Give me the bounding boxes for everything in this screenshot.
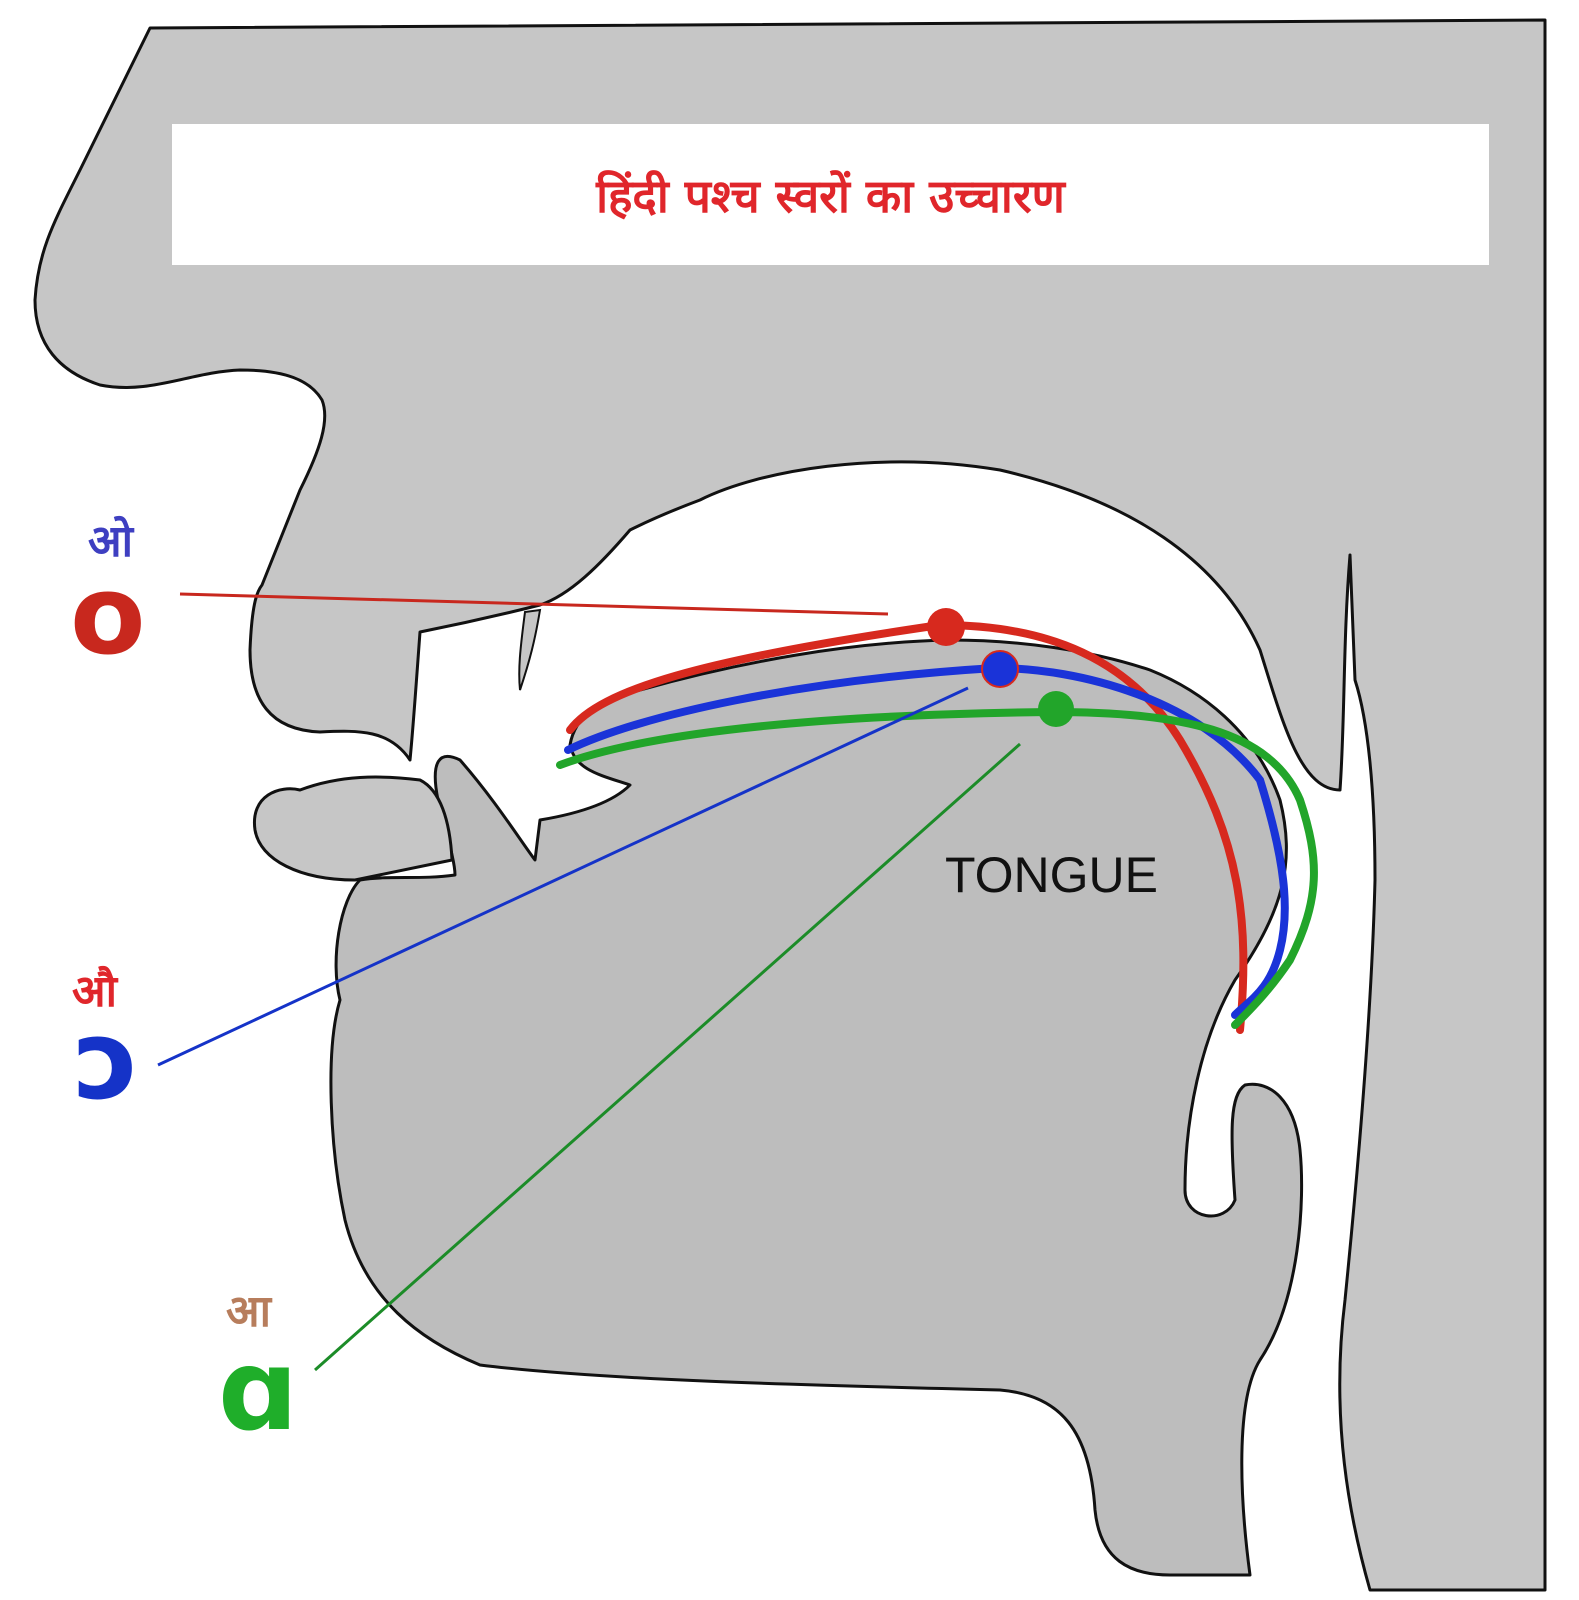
head-silhouette [33,18,1547,1592]
o-tongue-curve [566,620,1248,1034]
o-leader-line [179,592,889,616]
open-o-tongue-curve [564,663,1289,1019]
open-o-leader-line [157,686,969,1067]
devanagari-aa-label: आ [226,1286,271,1337]
devanagari-au-label: औ [72,966,118,1017]
ipa-o-label: o [70,551,146,679]
a-tongue-curve [556,707,1318,1029]
open-o-position-dot [981,650,1019,688]
tongue-mass [329,638,1304,1577]
tongue-label: TONGUE [945,847,1158,903]
diagram-title: हिंदी पश्च स्वरों का उच्चारण [596,168,1065,223]
upper-teeth [518,608,542,691]
title-banner: हिंदी पश्च स्वरों का उच्चारण [172,124,1489,265]
a-leader-line [314,742,1021,1372]
o-position-dot [927,608,965,646]
lower-lip [253,775,454,882]
a-position-dot [1038,691,1074,727]
ipa-a-label: ɑ [218,1326,299,1456]
devanagari-o-label: ओ [88,516,134,567]
ipa-open-o-label: ɔ [74,996,140,1124]
